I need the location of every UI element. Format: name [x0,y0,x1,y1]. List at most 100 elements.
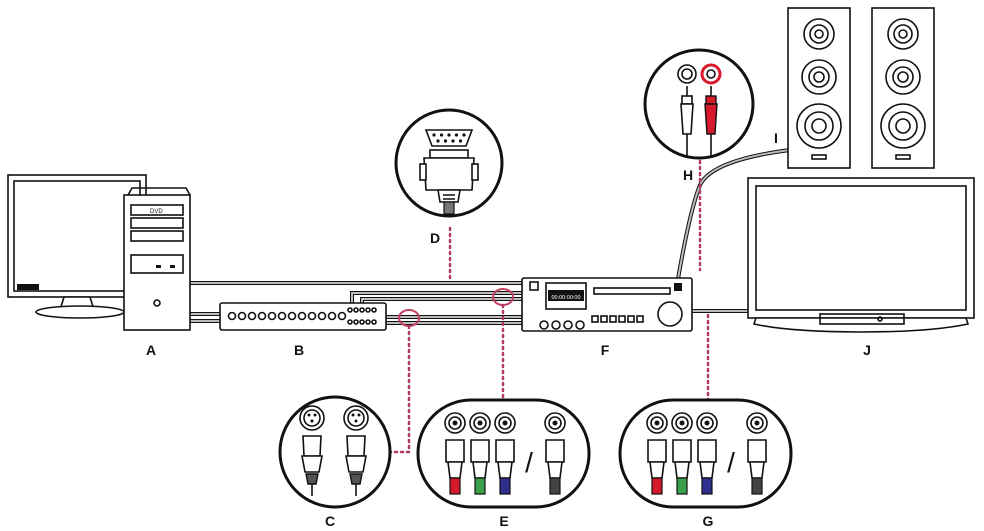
bnc-plug [495,439,515,463]
label-b: B [294,342,304,358]
bnc-plug [697,439,717,463]
jack-small [353,319,359,325]
speaker-right [871,7,935,169]
bnc-sleeve [547,461,563,479]
bnc-jack-inner [750,416,764,430]
bnc-jack-inner [650,416,664,430]
xlr-boot [305,473,319,485]
serial-connector-icon: D [394,108,504,246]
xlr-pin [354,419,358,423]
jack [327,311,337,321]
bnc-cable [651,477,663,495]
xlr-grip [345,455,367,473]
jack-small [371,319,377,325]
television-icon: J [747,177,975,358]
bnc-plug [445,439,465,463]
jack-small [353,307,359,313]
pin [454,133,459,137]
xlr-pin [351,413,355,417]
jack [267,311,277,321]
jack-small [347,319,353,325]
pin [462,133,466,137]
label-i: I [774,130,778,146]
bnc-jack-pin [704,420,710,426]
label-h: H [683,167,693,183]
bnc-jack-pin [754,420,760,426]
bnc-jack-pin [654,420,660,426]
xlr-pin [307,413,311,417]
dvd-label: DVD [150,209,163,215]
computer-icon: DVD [123,187,191,331]
xlr-connectors-icon: C [278,395,392,529]
bnc-jack-inner [675,416,689,430]
bnc-sleeve [447,461,463,479]
deck-button [609,315,617,323]
bnc-sleeve [674,461,690,479]
jack [247,311,257,321]
separator-slash: / [727,447,735,478]
bnc-cable [499,477,511,495]
xlr-inner [347,409,365,427]
xlr-pin [357,413,361,417]
xlr-body [346,435,366,457]
label-d: D [430,230,440,246]
speaker-left [787,7,851,169]
xlr-body [302,435,322,457]
label-j: J [863,342,871,358]
label-f: F [601,342,610,358]
jack-small [359,307,365,313]
component-bnc-connectors-icon-e: / E [416,398,591,529]
jack [307,311,317,321]
pin [447,133,451,137]
label-c: C [325,513,335,529]
bnc-sleeve [472,461,488,479]
bnc-plug [470,439,490,463]
bnc-cable [676,477,688,495]
bnc-jack-pin [452,420,458,426]
xlr-inner [303,409,321,427]
bnc-jack-inner [548,416,562,430]
label-g: G [703,513,714,529]
bnc-plug [747,439,767,463]
bnc-jack-pin [502,420,508,426]
audio-interface-icon: B [219,302,387,358]
pin [432,133,436,137]
pin [436,139,440,143]
bnc-cable [701,477,713,495]
bnc-cable [449,477,461,495]
bnc-cable [751,477,763,495]
jack-small [359,319,365,325]
deck-button [636,315,644,323]
bnc-plug [672,439,692,463]
bnc-cable [549,477,561,495]
bnc-jack-pin [552,420,558,426]
separator-slash: / [525,447,533,478]
bnc-sleeve [649,461,665,479]
component-bnc-connectors-icon-g: / G [618,398,793,529]
pin [458,139,463,143]
jack [227,311,237,321]
bnc-jack-pin [477,420,483,426]
xlr-pin [313,413,317,417]
callout-lines [388,153,710,454]
bnc-jack-inner [498,416,512,430]
bnc-jack-pin [679,420,685,426]
bnc-sleeve [699,461,715,479]
jack [277,311,287,321]
jack-small [365,307,371,313]
xlr-grip [301,455,323,473]
bnc-plug [545,439,565,463]
deck-button [591,315,599,323]
jack-small [371,307,377,313]
bnc-plug [647,439,667,463]
jack [297,311,307,321]
bnc-jack-inner [700,416,714,430]
label-a: A [146,342,156,358]
rca-connectors-icon: H [643,48,755,183]
jack [237,311,247,321]
xlr-boot [349,473,363,485]
computer-system: DVD A [7,174,191,358]
deck-button [618,315,626,323]
bnc-sleeve [497,461,513,479]
